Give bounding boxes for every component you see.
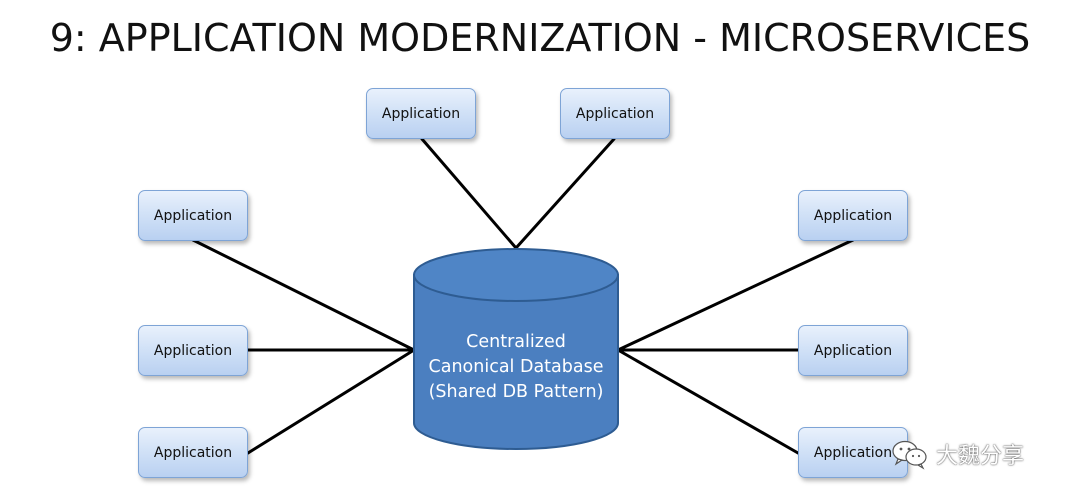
- connector-lines: [191, 137, 855, 455]
- database-label-line-1: Centralized: [466, 332, 566, 352]
- application-box-upper-right[interactable]: Application: [798, 190, 908, 241]
- application-box-lower-right[interactable]: Application: [798, 427, 908, 478]
- connector-lower-right: [616, 348, 800, 455]
- wechat-icon: [892, 440, 927, 470]
- application-label: Application: [813, 207, 893, 224]
- database-top: [413, 248, 619, 302]
- database-cylinder: [413, 248, 619, 450]
- application-label: Application: [153, 342, 233, 359]
- database-label-line-2: Canonical Database: [428, 357, 604, 377]
- application-label: Application: [381, 105, 461, 122]
- connector-upper-left: [191, 238, 416, 352]
- database-label-line-3: (Shared DB Pattern): [428, 382, 604, 402]
- application-box-top-right[interactable]: Application: [560, 88, 670, 139]
- application-box-middle-right[interactable]: Application: [798, 325, 908, 376]
- slide-title: 9: APPLICATION MODERNIZATION - MICROSERV…: [49, 16, 1031, 60]
- connector-top-left: [420, 137, 518, 250]
- application-label: Application: [153, 444, 233, 461]
- application-box-middle-left[interactable]: Application: [138, 325, 248, 376]
- application-label: Application: [813, 444, 893, 461]
- application-label: Application: [153, 207, 233, 224]
- application-label: Application: [575, 105, 655, 122]
- application-box-lower-left[interactable]: Application: [138, 427, 248, 478]
- connector-lower-left: [246, 348, 416, 455]
- connector-top-right: [514, 137, 616, 250]
- application-label: Application: [813, 342, 893, 359]
- application-box-top-left[interactable]: Application: [366, 88, 476, 139]
- watermark-text: 大魏分享: [936, 444, 1025, 469]
- application-box-upper-left[interactable]: Application: [138, 190, 248, 241]
- connector-upper-right: [616, 238, 855, 352]
- database-body: [413, 274, 619, 450]
- database-label: Centralized Canonical Database (Shared D…: [414, 330, 618, 405]
- watermark: 大魏分享: [890, 434, 1024, 474]
